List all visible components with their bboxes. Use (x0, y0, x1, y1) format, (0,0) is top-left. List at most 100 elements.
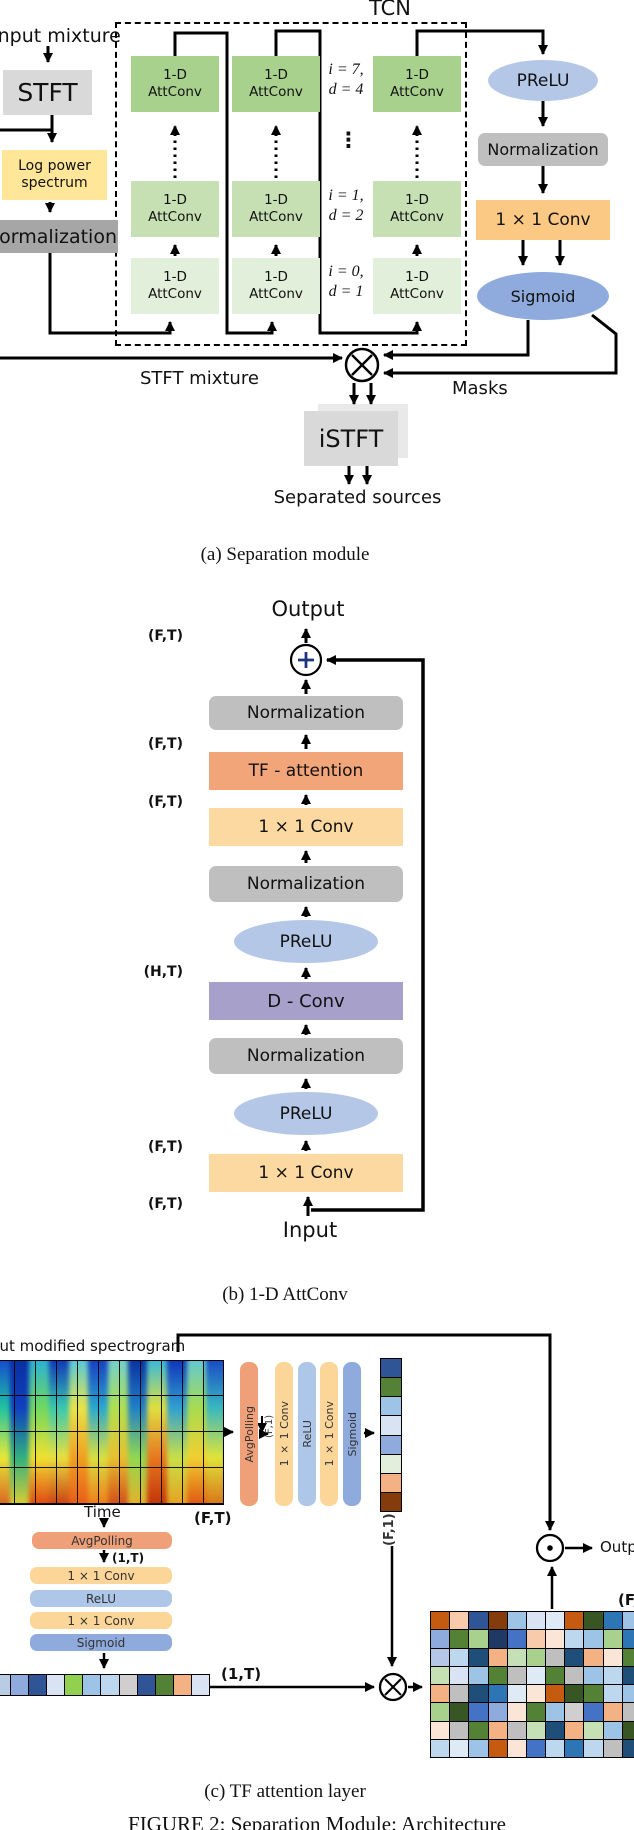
vector-cell (450, 1648, 469, 1666)
avgpooling-box: AvgPolling (32, 1532, 172, 1549)
dim-label-ht: (H,T) (143, 964, 183, 980)
vector-cell (381, 1378, 401, 1397)
dim-label-f1: (F,1) (264, 1414, 275, 1438)
conv1x1-box: 1 × 1 Conv (30, 1612, 172, 1629)
vector-cell (507, 1703, 526, 1721)
vector-cell (565, 1630, 584, 1648)
vector-cell (469, 1703, 488, 1721)
avgpooling-bar: AvgPolling (240, 1362, 258, 1506)
spectrogram-title: Input modified spectrogram (0, 1337, 186, 1355)
vector-cell (450, 1666, 469, 1684)
vector-cell (526, 1666, 546, 1684)
vector-cell (381, 1359, 401, 1378)
vector-cell (431, 1648, 450, 1666)
vector-cell (622, 1612, 634, 1630)
vector-cell (603, 1703, 622, 1721)
vector-cell (83, 1675, 101, 1695)
dim-label-ft: (F,T) (148, 628, 183, 644)
normalization-box: Normalization (209, 1038, 403, 1074)
time-label: Time (84, 1503, 121, 1521)
column-vector-f1 (380, 1358, 402, 1512)
vector-cell (507, 1739, 526, 1757)
vector-cell (565, 1721, 584, 1739)
vector-cell (603, 1612, 622, 1630)
vector-cell (450, 1739, 469, 1757)
vector-cell (469, 1721, 488, 1739)
separated-sources-label: Separated sources (273, 487, 442, 508)
relu-bar: ReLU (298, 1362, 316, 1506)
vector-cell (11, 1675, 29, 1695)
vector-cell (431, 1739, 450, 1757)
vector-cell (507, 1630, 526, 1648)
vector-cell (526, 1685, 546, 1703)
vector-cell (431, 1685, 450, 1703)
vector-cell (488, 1630, 507, 1648)
vector-cell (622, 1685, 634, 1703)
multiply-icon (344, 347, 380, 383)
stft-box: STFT (3, 70, 92, 115)
log-power-box-line1: Log power (18, 157, 91, 174)
vector-cell (526, 1721, 546, 1739)
dconv-box: D - Conv (209, 982, 403, 1020)
vector-cell (546, 1685, 565, 1703)
vector-cell (603, 1630, 622, 1648)
vector-cell (546, 1648, 565, 1666)
vector-cell (584, 1648, 603, 1666)
multiply-icon (378, 1672, 408, 1702)
sigmoid-bar: Sigmoid (343, 1362, 361, 1506)
dim-label-ft: (F,T) (148, 794, 183, 810)
vector-cell (469, 1648, 488, 1666)
vertical-dots: ⋮ (338, 128, 359, 152)
spectrogram-image (0, 1360, 224, 1505)
vector-cell (507, 1648, 526, 1666)
dim-label-1t: (1,T) (112, 1551, 145, 1565)
vector-cell (469, 1630, 488, 1648)
vector-cell (603, 1648, 622, 1666)
vector-cell (507, 1721, 526, 1739)
vector-cell (101, 1675, 119, 1695)
attention-mosaic (430, 1611, 634, 1758)
vector-cell (526, 1703, 546, 1721)
vector-cell (173, 1675, 191, 1695)
vector-cell (137, 1675, 155, 1695)
vector-cell (507, 1612, 526, 1630)
vector-cell (65, 1675, 83, 1695)
vector-cell (526, 1630, 546, 1648)
vector-cell (584, 1685, 603, 1703)
stage-label: i = 7,d = 4 (328, 61, 364, 98)
relu-box: ReLU (30, 1590, 172, 1607)
panel-b-wires (301, 628, 425, 1216)
dim-label-ft: (F,T) (148, 1196, 183, 1212)
vector-cell (507, 1685, 526, 1703)
plus-icon (289, 643, 323, 677)
vector-cell (431, 1703, 450, 1721)
row-vector-1t (0, 1674, 210, 1696)
vector-cell (488, 1666, 507, 1684)
masks-label: Masks (452, 378, 508, 399)
vector-cell (450, 1612, 469, 1630)
tcn-label: TCN (358, 0, 422, 20)
caption-b: (b) 1-D AttConv (222, 1284, 348, 1305)
vector-cell (431, 1612, 450, 1630)
vector-cell (622, 1666, 634, 1684)
vector-cell (603, 1666, 622, 1684)
vector-cell (431, 1666, 450, 1684)
output-label: Output (271, 597, 345, 621)
vector-cell (191, 1675, 209, 1695)
panel-c-wires (99, 1333, 593, 1692)
input-label: Input (282, 1218, 338, 1242)
caption-c: (c) TF attention layer (204, 1781, 366, 1802)
dim-label-ft: (F,T) (618, 1591, 634, 1609)
figure-caption: FIGURE 2: Separation Module: Architectur… (128, 1812, 506, 1830)
vector-cell (565, 1739, 584, 1757)
vector-cell (546, 1630, 565, 1648)
dim-label-ft: (F,T) (148, 736, 183, 752)
dim-label-ft: (F,T) (148, 1139, 183, 1155)
vector-cell (546, 1612, 565, 1630)
vector-cell (488, 1685, 507, 1703)
